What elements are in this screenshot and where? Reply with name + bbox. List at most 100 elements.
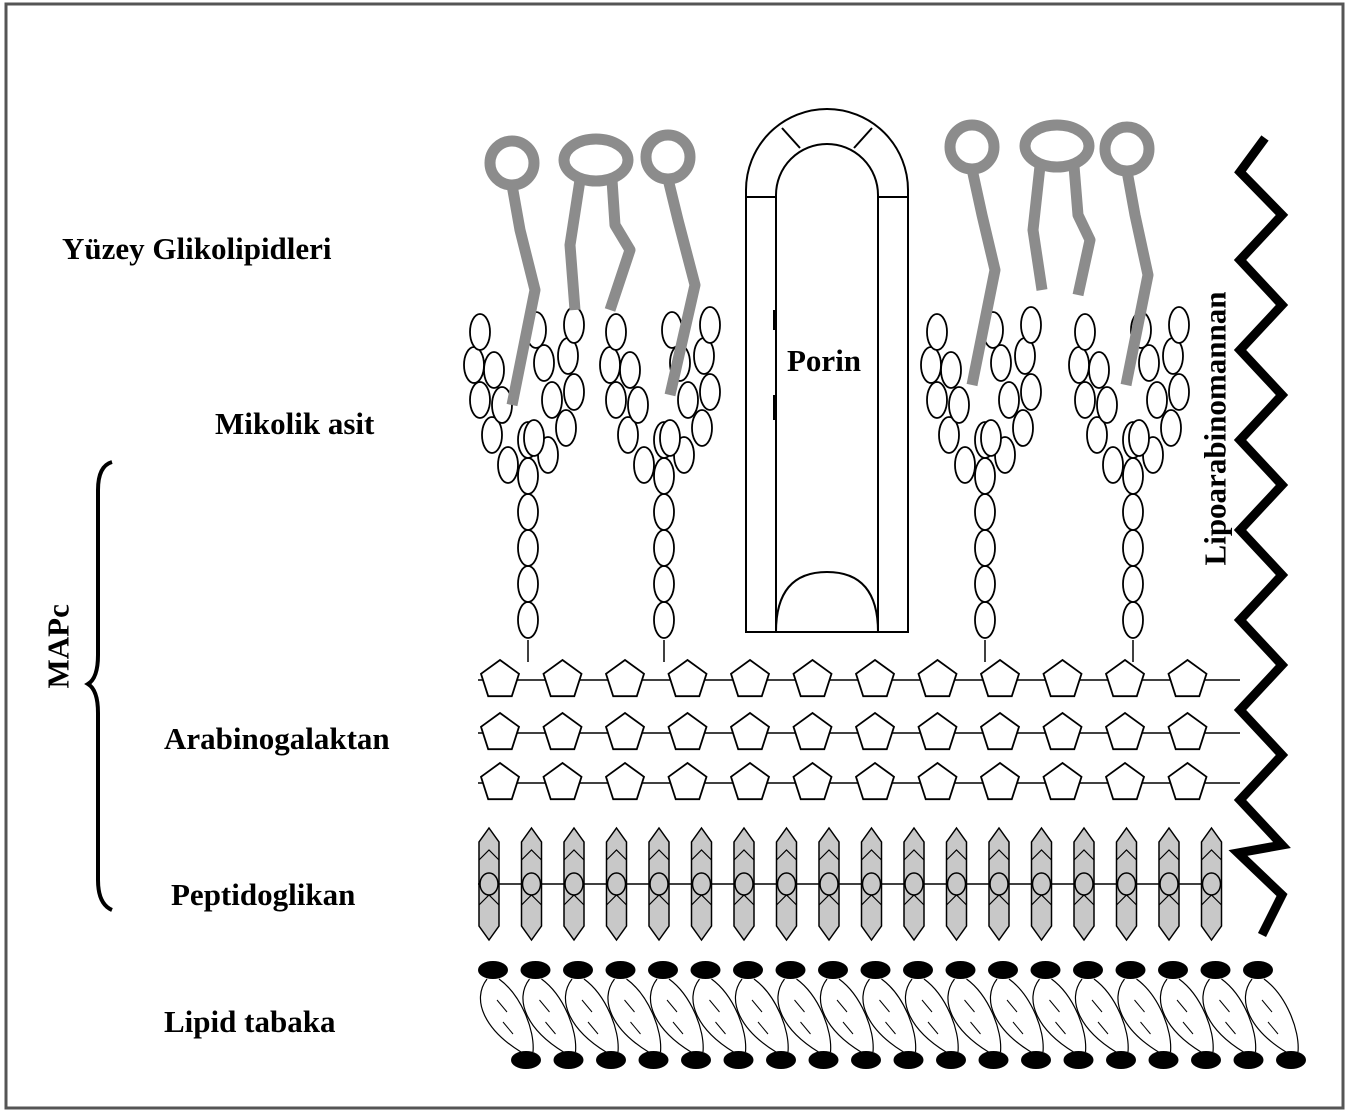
lipid-head-bottom	[639, 1051, 669, 1069]
arabinogalactan-pentagon	[481, 763, 519, 799]
pg-node	[650, 873, 668, 895]
arabinogalactan-pentagon	[731, 660, 769, 696]
arabinogalactan-pentagon	[544, 713, 582, 749]
lipid-tail-mark	[837, 1000, 853, 1034]
glycolipid-tail	[1074, 166, 1090, 295]
lipid-tail	[839, 979, 873, 1052]
mycolic-acid-unit	[654, 566, 674, 602]
mycolic-acid-unit	[518, 566, 538, 602]
mycolic-acid-unit	[464, 347, 484, 383]
mycolic-acid-unit	[1169, 307, 1189, 343]
mycolic-acid-unit	[975, 530, 995, 566]
mycolic-acid-unit	[564, 374, 584, 410]
lipid-bilayer	[478, 961, 1306, 1069]
lipid-tail	[608, 979, 649, 1052]
mycolic-acid-unit	[1123, 602, 1143, 638]
arabinogalactan-pentagon	[606, 763, 644, 799]
arabinogalactan-pentagon	[919, 763, 957, 799]
mycolic-acid-unit	[1169, 374, 1189, 410]
mycolic-acid-unit	[949, 387, 969, 423]
lipid-head-bottom	[936, 1051, 966, 1069]
lipid-head-top	[648, 961, 678, 979]
lipid-head-top	[1031, 961, 1061, 979]
mycolic-acid-unit	[524, 420, 544, 456]
mycolic-acid-unit	[927, 314, 947, 350]
mycolic-acid-unit	[498, 447, 518, 483]
mycolic-acid-unit	[975, 566, 995, 602]
mycolic-acid-unit	[606, 382, 626, 418]
lipid-tail	[1222, 979, 1256, 1052]
mycolic-acid-unit	[654, 458, 674, 494]
lipid-tail	[1160, 979, 1201, 1052]
label-mapc: MAPc	[43, 609, 74, 689]
lipid-tail	[820, 979, 861, 1052]
lipid-head-top	[946, 961, 976, 979]
lipid-head-bottom	[979, 1051, 1009, 1069]
mycolic-acid-unit	[1147, 382, 1167, 418]
lipid-tail	[1179, 979, 1213, 1052]
mycolic-acid-unit	[1075, 382, 1095, 418]
lipid-tail	[1118, 979, 1159, 1052]
lipid-head-top	[818, 961, 848, 979]
lipid-tail	[669, 979, 703, 1052]
lipid-head-top	[478, 961, 508, 979]
arabinogalactan-pentagon	[1169, 763, 1207, 799]
mycolic-acid-unit	[1123, 566, 1143, 602]
lipid-head-bottom	[554, 1051, 584, 1069]
lipid-tail	[1137, 979, 1171, 1052]
lipid-head-top	[1158, 961, 1188, 979]
mycolic-acid-unit	[1161, 410, 1181, 446]
label-surface-glycolipids: Yüzey Glikolipidleri	[62, 233, 332, 264]
mycolic-acid-unit	[606, 314, 626, 350]
lipid-head-top	[903, 961, 933, 979]
arabinogalactan-pentagon	[669, 660, 707, 696]
glycolipid-sugar-head	[1105, 127, 1149, 171]
glycolipid-sugar-head	[646, 135, 690, 179]
arabinogalactan-pentagon	[731, 713, 769, 749]
mycolic-acid-unit	[470, 382, 490, 418]
pg-node	[735, 873, 753, 895]
mycolic-acid-unit	[921, 347, 941, 383]
mycolic-acid-unit	[518, 458, 538, 494]
mycolic-acid-unit	[628, 387, 648, 423]
lipid-head-bottom	[809, 1051, 839, 1069]
lipid-tail	[523, 979, 564, 1052]
arabinogalactan-pentagon	[1106, 660, 1144, 696]
pg-node	[863, 873, 881, 895]
lipid-tail-mark	[710, 1000, 726, 1034]
mycolic-acid-unit	[660, 420, 680, 456]
lipid-tail	[754, 979, 788, 1052]
mycolic-acid-unit	[975, 602, 995, 638]
lipid-head-top	[733, 961, 763, 979]
glycolipid-tail	[668, 179, 695, 395]
lipid-tail-mark	[497, 1000, 513, 1034]
lipid-tail	[480, 979, 521, 1052]
mycolic-acid-unit	[600, 347, 620, 383]
lipid-head-top	[606, 961, 636, 979]
lipid-head-top	[1116, 961, 1146, 979]
arabinogalactan-pentagon	[1044, 763, 1082, 799]
arabinogalactan-pentagon	[919, 713, 957, 749]
lipid-head-top	[1073, 961, 1103, 979]
arabinogalactan-pentagon	[1106, 713, 1144, 749]
arabinogalactan-pentagon	[669, 763, 707, 799]
mycolic-acid-unit	[1103, 447, 1123, 483]
lipid-tail-mark	[965, 1000, 981, 1034]
mycolic-acid-unit	[620, 352, 640, 388]
lipid-head-bottom	[766, 1051, 796, 1069]
mycolic-acid-unit	[556, 410, 576, 446]
glycolipid-tail	[972, 169, 995, 385]
lipid-head-bottom	[894, 1051, 924, 1069]
pg-node	[948, 873, 966, 895]
pg-node	[778, 873, 796, 895]
lipid-tail-mark	[752, 1000, 768, 1034]
lipid-head-top	[861, 961, 891, 979]
lipid-tail	[905, 979, 946, 1052]
lipid-head-bottom	[511, 1051, 541, 1069]
arabinogalactan-pentagon	[981, 660, 1019, 696]
glycolipid-sugar-head	[564, 139, 628, 181]
lipid-tail	[627, 979, 661, 1052]
lipid-tail-mark	[667, 1000, 683, 1034]
arabinogalactan-pentagon	[481, 660, 519, 696]
mycolic-acid-unit	[678, 382, 698, 418]
